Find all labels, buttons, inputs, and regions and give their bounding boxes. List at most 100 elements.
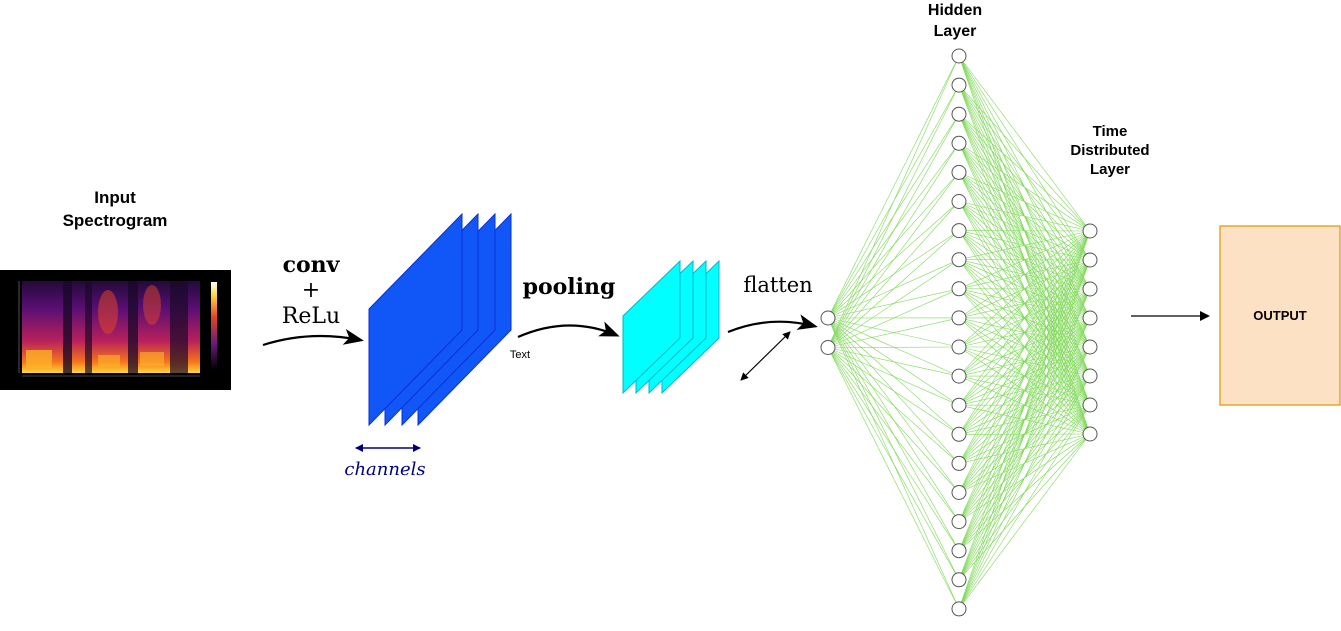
edge-hidden-time (958, 113, 1091, 232)
hidden-node (951, 223, 967, 239)
edge-hidden-time (958, 317, 1091, 610)
edge-flatten-hidden (827, 347, 960, 610)
hidden-node (951, 77, 967, 93)
edge-hidden-time (958, 230, 1091, 580)
time-label-line3: Layer (1090, 161, 1130, 178)
hidden-node (951, 106, 967, 122)
hidden-label-line1: Hidden (928, 2, 982, 19)
time-distributed-node (1082, 281, 1098, 297)
edge-hidden-time (958, 230, 1091, 290)
conv-label: conv (283, 252, 341, 278)
edge-flatten-hidden (827, 288, 960, 348)
output-box (1219, 225, 1341, 406)
edge-flatten-hidden (827, 84, 960, 348)
time-label-line2: Distributed (1070, 142, 1149, 159)
hidden-node (951, 281, 967, 297)
edge-hidden-time (958, 84, 1091, 232)
time-distributed-node (1082, 397, 1098, 413)
edge-flatten-hidden (827, 347, 960, 435)
hidden-node (951, 485, 967, 500)
time-distributed-node (1082, 252, 1098, 268)
conv-plus-label: + (302, 278, 320, 303)
network-nodes (820, 48, 1098, 617)
edge-flatten-hidden (827, 346, 960, 348)
edge-flatten-hidden (827, 347, 960, 377)
hidden-node (951, 601, 967, 617)
edge-hidden-time (958, 433, 1091, 610)
edge-hidden-time (958, 230, 1091, 493)
edge-hidden-time (958, 288, 1091, 610)
flatten-node (820, 310, 836, 326)
edge-flatten-hidden (827, 55, 960, 319)
edge-hidden-time (958, 172, 1091, 232)
edge-hidden-time (958, 230, 1091, 406)
relu-label: ReLu (282, 304, 340, 329)
hidden-node (951, 543, 967, 559)
input-title-line1: Input (94, 188, 136, 207)
double-arrow (740, 331, 791, 381)
edge-hidden-time (958, 346, 1091, 610)
edge-hidden-time (958, 230, 1091, 522)
channels-label: channels (344, 459, 425, 480)
edge-hidden-time (958, 230, 1091, 609)
edge-flatten-hidden (827, 172, 960, 348)
hidden-node (951, 164, 967, 180)
hidden-label-line2: Layer (934, 23, 977, 40)
pooling-label: pooling (523, 274, 616, 300)
edge-flatten-hidden (827, 347, 960, 551)
edge-hidden-time (958, 230, 1091, 348)
edge-hidden-time (958, 230, 1091, 377)
time-label-line1: Time (1093, 123, 1128, 140)
edge-flatten-hidden (827, 55, 960, 348)
time-distributed-node (1082, 310, 1098, 326)
edge-flatten-hidden (827, 114, 960, 348)
hidden-node (951, 572, 967, 588)
hidden-node (951, 397, 967, 413)
edge-hidden-time (958, 404, 1091, 610)
edge-hidden-time (958, 230, 1091, 464)
edge-flatten-hidden (827, 143, 960, 348)
edge-hidden-time (958, 230, 1091, 319)
output-label: OUTPUT (1253, 308, 1307, 323)
spectrogram-image (0, 270, 231, 390)
pooled-feature-maps (622, 259, 720, 395)
edge-hidden-time (958, 201, 1091, 232)
flatten-label: flatten (743, 273, 812, 297)
hidden-node (951, 310, 967, 326)
arrow-conv-to-pool (517, 321, 620, 339)
edge-flatten-hidden (827, 347, 960, 464)
flatten-node (820, 340, 836, 355)
hidden-node (951, 48, 967, 64)
hidden-node (951, 455, 967, 471)
time-distributed-node (1082, 223, 1098, 239)
edge-hidden-time (958, 259, 1091, 610)
edge-hidden-time (958, 55, 1091, 232)
time-distributed-node (1082, 426, 1098, 442)
edge-hidden-time (958, 230, 1091, 260)
edge-flatten-hidden (827, 347, 960, 580)
edge-flatten-hidden (827, 347, 960, 406)
hidden-node (951, 368, 967, 384)
conv-feature-maps (368, 212, 512, 427)
edge-hidden-time (958, 143, 1091, 232)
hidden-node (951, 194, 967, 209)
time-distributed-node (1082, 339, 1098, 355)
edge-hidden-time (958, 230, 1091, 435)
hidden-node (951, 514, 967, 530)
edge-flatten-hidden (827, 347, 960, 522)
hidden-node (951, 252, 967, 268)
edge-flatten-hidden (827, 230, 960, 348)
edge-hidden-time (958, 375, 1091, 610)
arrow-input-to-conv (262, 329, 364, 347)
edge-flatten-hidden (827, 317, 960, 348)
hidden-node (951, 135, 967, 151)
edge-flatten-hidden (827, 347, 960, 493)
edge-hidden-time (958, 230, 1091, 551)
edge-flatten-hidden (827, 259, 960, 348)
hidden-node (951, 426, 967, 442)
time-distributed-node (1082, 368, 1098, 384)
text-label: Text (510, 349, 530, 361)
input-title-line2: Spectrogram (63, 211, 168, 230)
network-edges (827, 55, 1091, 610)
